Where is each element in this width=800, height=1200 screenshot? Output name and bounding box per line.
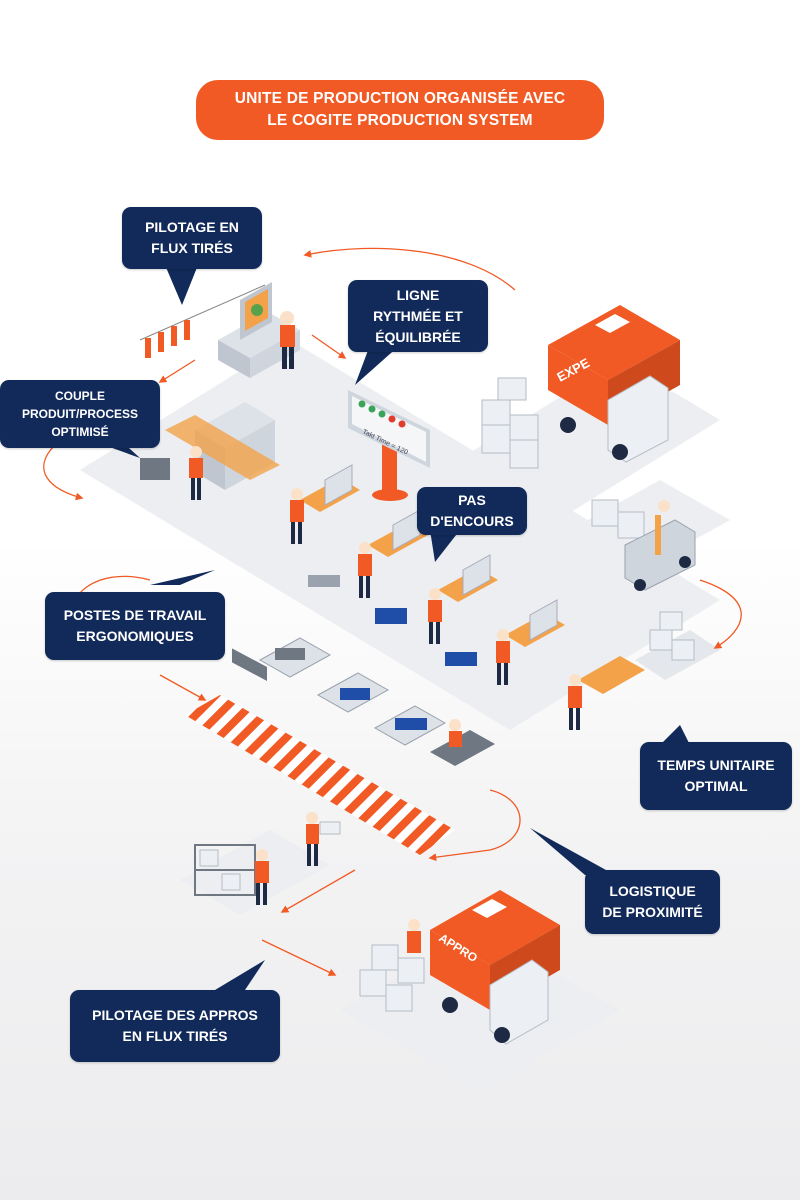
- parts-trays: [232, 575, 477, 681]
- callout-logistique: LOGISTIQUE DE PROXIMITÉ: [585, 870, 720, 934]
- flow-arrow-top: [303, 247, 516, 291]
- flow-arrow-postes-down: [159, 674, 207, 701]
- flow-arrow-mid: [428, 789, 521, 862]
- callout-pilotage-flux: PILOTAGE EN FLUX TIRÉS: [122, 207, 262, 269]
- workstation-4: [496, 599, 565, 685]
- callout-ligne-rythmee: LIGNE RYTHMÉE ET ÉQUILIBRÉE: [348, 280, 488, 352]
- workstations: [290, 464, 645, 730]
- page-title: UNITE DE PRODUCTION ORGANISÉE AVEC LE CO…: [196, 80, 604, 140]
- hazard-zone: [185, 695, 455, 855]
- tugger-train: [258, 637, 495, 766]
- workstation-3: [428, 554, 498, 644]
- workstation-2: [358, 509, 428, 598]
- takt-display: Takt Time = 120: [348, 390, 430, 501]
- title-line-2: LE COGITE PRODUCTION SYSTEM: [267, 112, 533, 129]
- flow-arrow-pilotage: [158, 359, 196, 383]
- workstation-1: [290, 464, 360, 544]
- workstation-5: [568, 656, 645, 730]
- flow-arrow-right: [699, 579, 742, 649]
- stock-shelf: [194, 844, 269, 905]
- truck-expe: EXPE: [548, 305, 680, 463]
- flow-arrow-stock: [280, 869, 356, 913]
- flow-arrow-ligne: [311, 334, 347, 359]
- flow-arrow-left: [43, 444, 84, 501]
- control-station: [218, 282, 300, 378]
- walking-operator: [306, 812, 341, 866]
- callout-pas-encours: PAS D'ENCOURS: [417, 487, 527, 535]
- callout-pilotage-appros: PILOTAGE DES APPROS EN FLUX TIRÉS: [70, 990, 280, 1062]
- box-stacks: [359, 377, 695, 1012]
- title-line-1: UNITE DE PRODUCTION ORGANISÉE AVEC: [234, 90, 566, 107]
- kanban-flags: [139, 284, 266, 358]
- callout-tails: [90, 265, 690, 990]
- flow-arrow-appro: [261, 939, 337, 976]
- forklift-floor: [570, 480, 730, 570]
- machine: [140, 402, 280, 500]
- truck-appro: APPRO: [407, 890, 560, 1045]
- callout-postes-travail: POSTES DE TRAVAIL ERGONOMIQUES: [45, 592, 225, 660]
- forklift: [624, 500, 696, 591]
- callout-temps-unitaire: TEMPS UNITAIRE OPTIMAL: [640, 742, 792, 810]
- callout-couple-produit: COUPLE PRODUIT/PROCESS OPTIMISÉ: [0, 380, 160, 448]
